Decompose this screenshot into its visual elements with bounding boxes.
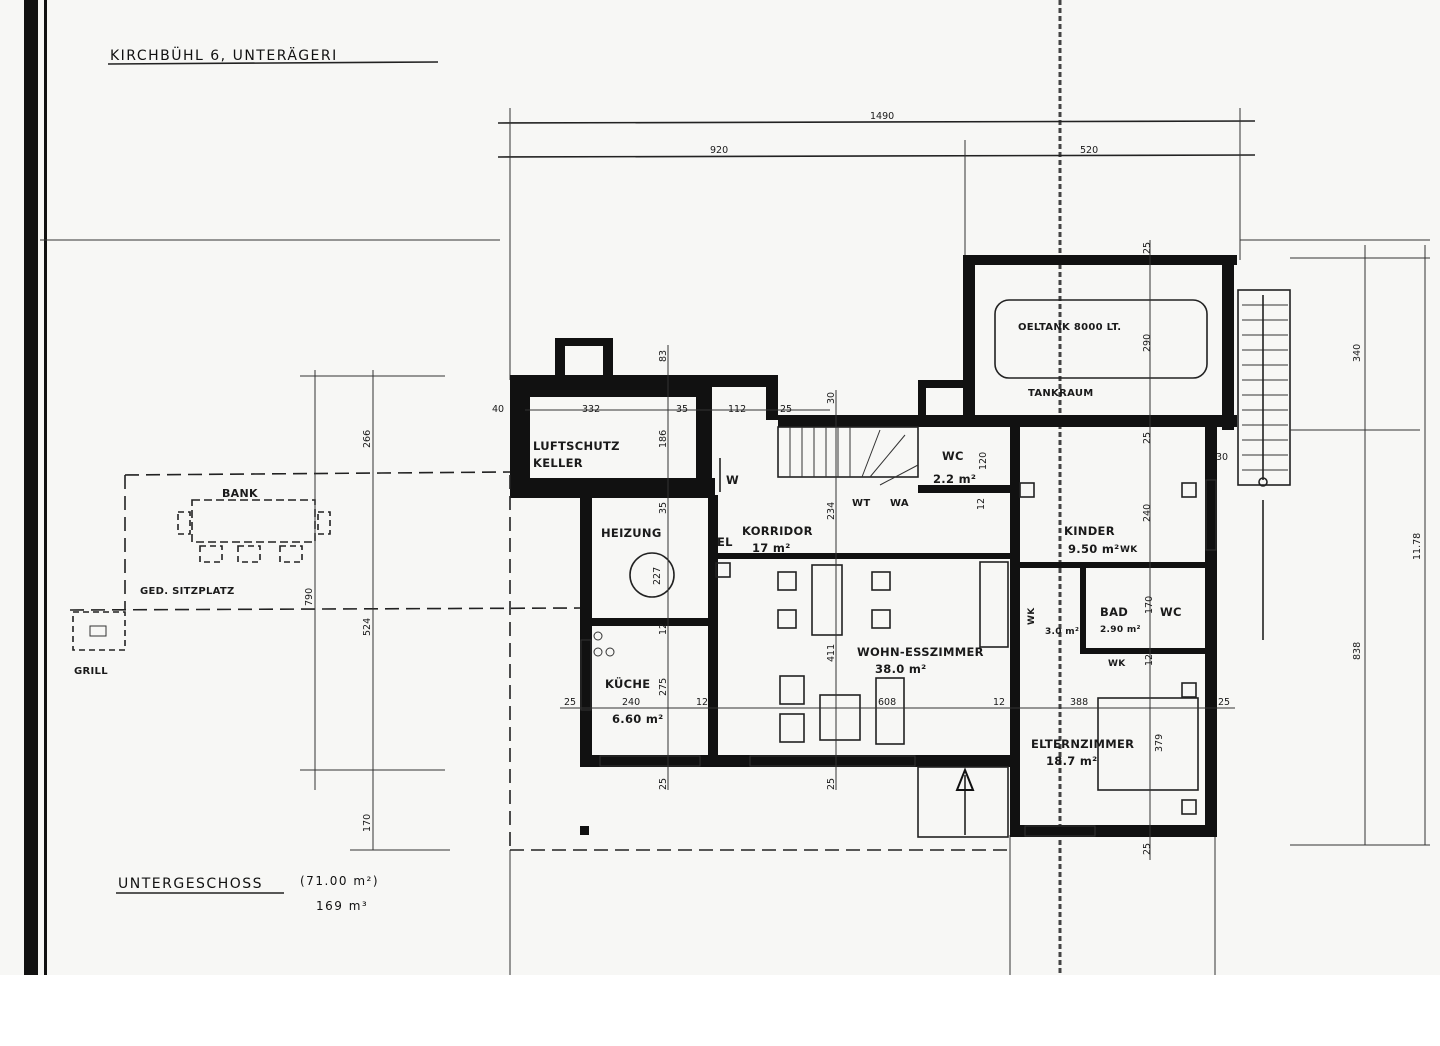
- svg-text:12: 12: [976, 498, 987, 510]
- svg-text:227: 227: [652, 567, 663, 585]
- svg-text:40: 40: [492, 404, 504, 415]
- svg-text:WC: WC: [1160, 605, 1182, 619]
- title-underline: [107, 61, 439, 65]
- svg-text:1490: 1490: [870, 111, 894, 122]
- tankraum: OELTANK 8000 LT. TANKRAUM: [963, 255, 1237, 430]
- svg-text:25: 25: [780, 404, 792, 415]
- svg-text:25: 25: [1142, 242, 1153, 254]
- svg-text:6.60 m²: 6.60 m²: [612, 712, 664, 726]
- svg-text:9.50 m²: 9.50 m²: [1068, 542, 1120, 556]
- svg-text:388: 388: [1070, 697, 1088, 708]
- svg-text:240: 240: [622, 697, 640, 708]
- interior-stairs: WT WA: [777, 426, 919, 509]
- svg-text:25: 25: [1142, 843, 1153, 855]
- svg-text:30: 30: [826, 392, 837, 404]
- exterior-stairs: [1237, 289, 1291, 640]
- svg-text:608: 608: [878, 697, 896, 708]
- svg-text:290: 290: [1142, 334, 1153, 352]
- terrace: BANK GED. SITZPLATZ GRILL: [69, 471, 1010, 851]
- svg-text:KORRIDOR: KORRIDOR: [742, 524, 813, 538]
- svg-text:WOHN-ESSZIMMER: WOHN-ESSZIMMER: [857, 645, 984, 659]
- main-walls: [580, 380, 1217, 838]
- svg-text:KÜCHE: KÜCHE: [605, 676, 650, 691]
- svg-text:35: 35: [658, 502, 669, 514]
- svg-text:TANKRAUM: TANKRAUM: [1028, 388, 1094, 399]
- svg-text:35: 35: [676, 404, 688, 415]
- svg-text:HEIZUNG: HEIZUNG: [601, 526, 662, 540]
- svg-text:KELLER: KELLER: [533, 456, 583, 470]
- svg-text:WK: WK: [1120, 545, 1138, 555]
- svg-text:12: 12: [1144, 654, 1155, 666]
- svg-text:25: 25: [564, 697, 576, 708]
- svg-text:411: 411: [826, 644, 837, 662]
- svg-text:120: 120: [978, 452, 989, 470]
- svg-text:25: 25: [1218, 697, 1230, 708]
- svg-text:12: 12: [696, 697, 708, 708]
- svg-text:GRILL: GRILL: [74, 666, 108, 677]
- svg-text:170: 170: [362, 814, 373, 832]
- svg-text:WK: WK: [1027, 607, 1037, 625]
- svg-text:17 m²: 17 m²: [752, 541, 791, 555]
- svg-text:LUFTSCHUTZ: LUFTSCHUTZ: [533, 439, 620, 453]
- svg-text:KINDER: KINDER: [1064, 524, 1115, 538]
- svg-text:186: 186: [658, 430, 669, 448]
- svg-text:790: 790: [304, 588, 315, 606]
- svg-text:BANK: BANK: [222, 487, 258, 500]
- svg-text:WK: WK: [1108, 659, 1126, 669]
- svg-text:GED. SITZPLATZ: GED. SITZPLATZ: [140, 586, 235, 597]
- svg-text:170: 170: [1144, 596, 1155, 614]
- furniture: [593, 458, 1199, 815]
- svg-text:(71.00 m²): (71.00 m²): [300, 874, 379, 888]
- svg-text:WT: WT: [852, 498, 870, 509]
- svg-text:234: 234: [826, 502, 837, 520]
- side-dimensions: [300, 240, 1430, 860]
- svg-text:12: 12: [658, 623, 669, 635]
- svg-text:WA: WA: [890, 498, 909, 509]
- svg-text:2.90 m²: 2.90 m²: [1100, 625, 1141, 635]
- luftschutzkeller: LUFTSCHUTZ KELLER: [510, 338, 778, 498]
- svg-text:920: 920: [710, 145, 728, 156]
- svg-text:UNTERGESCHOSS: UNTERGESCHOSS: [118, 876, 263, 892]
- svg-text:18.7 m²: 18.7 m²: [1046, 754, 1098, 768]
- dimension-labels: 83 40 332 35 112 25 30 186 35 234 227 12…: [304, 242, 1423, 855]
- svg-text:112: 112: [728, 404, 746, 415]
- svg-text:2.2 m²: 2.2 m²: [933, 472, 976, 486]
- svg-text:83: 83: [658, 350, 669, 362]
- svg-text:11.78: 11.78: [1412, 533, 1423, 560]
- scan-bottom-margin: [0, 975, 1440, 1046]
- svg-text:524: 524: [362, 618, 373, 636]
- svg-text:EL: EL: [717, 535, 733, 549]
- svg-text:38.0 m²: 38.0 m²: [875, 662, 927, 676]
- svg-text:3.0 m²: 3.0 m²: [1045, 627, 1079, 637]
- svg-text:25: 25: [826, 778, 837, 790]
- svg-text:169 m³: 169 m³: [316, 899, 368, 913]
- svg-text:OELTANK 8000 LT.: OELTANK 8000 LT.: [1018, 322, 1121, 333]
- svg-text:240: 240: [1142, 504, 1153, 522]
- top-dimensions: 1490 920 520: [497, 108, 1256, 380]
- floor-caption: UNTERGESCHOSS (71.00 m²) 169 m³: [116, 874, 379, 913]
- svg-text:275: 275: [658, 678, 669, 696]
- entrance-arrow: [955, 767, 975, 791]
- room-labels: HEIZUNG KORRIDOR 17 m² EL W WC 2.2 m² KI…: [601, 449, 1182, 768]
- svg-text:30: 30: [1216, 452, 1228, 463]
- svg-text:25: 25: [1142, 432, 1153, 444]
- svg-text:WC: WC: [942, 449, 964, 463]
- scan-border-left: [24, 0, 38, 975]
- svg-text:332: 332: [582, 404, 600, 415]
- plan-title: KIRCHBÜHL 6, UNTERÄGERI: [110, 46, 338, 64]
- scan-border-left-2: [44, 0, 47, 975]
- svg-text:838: 838: [1352, 642, 1363, 660]
- svg-text:266: 266: [362, 430, 373, 448]
- svg-text:25: 25: [658, 778, 669, 790]
- svg-text:ELTERNZIMMER: ELTERNZIMMER: [1031, 737, 1134, 751]
- svg-text:W: W: [726, 473, 739, 487]
- svg-text:340: 340: [1352, 344, 1363, 362]
- svg-text:BAD: BAD: [1100, 605, 1128, 619]
- svg-text:520: 520: [1080, 145, 1098, 156]
- svg-text:379: 379: [1154, 734, 1165, 752]
- svg-text:12: 12: [993, 697, 1005, 708]
